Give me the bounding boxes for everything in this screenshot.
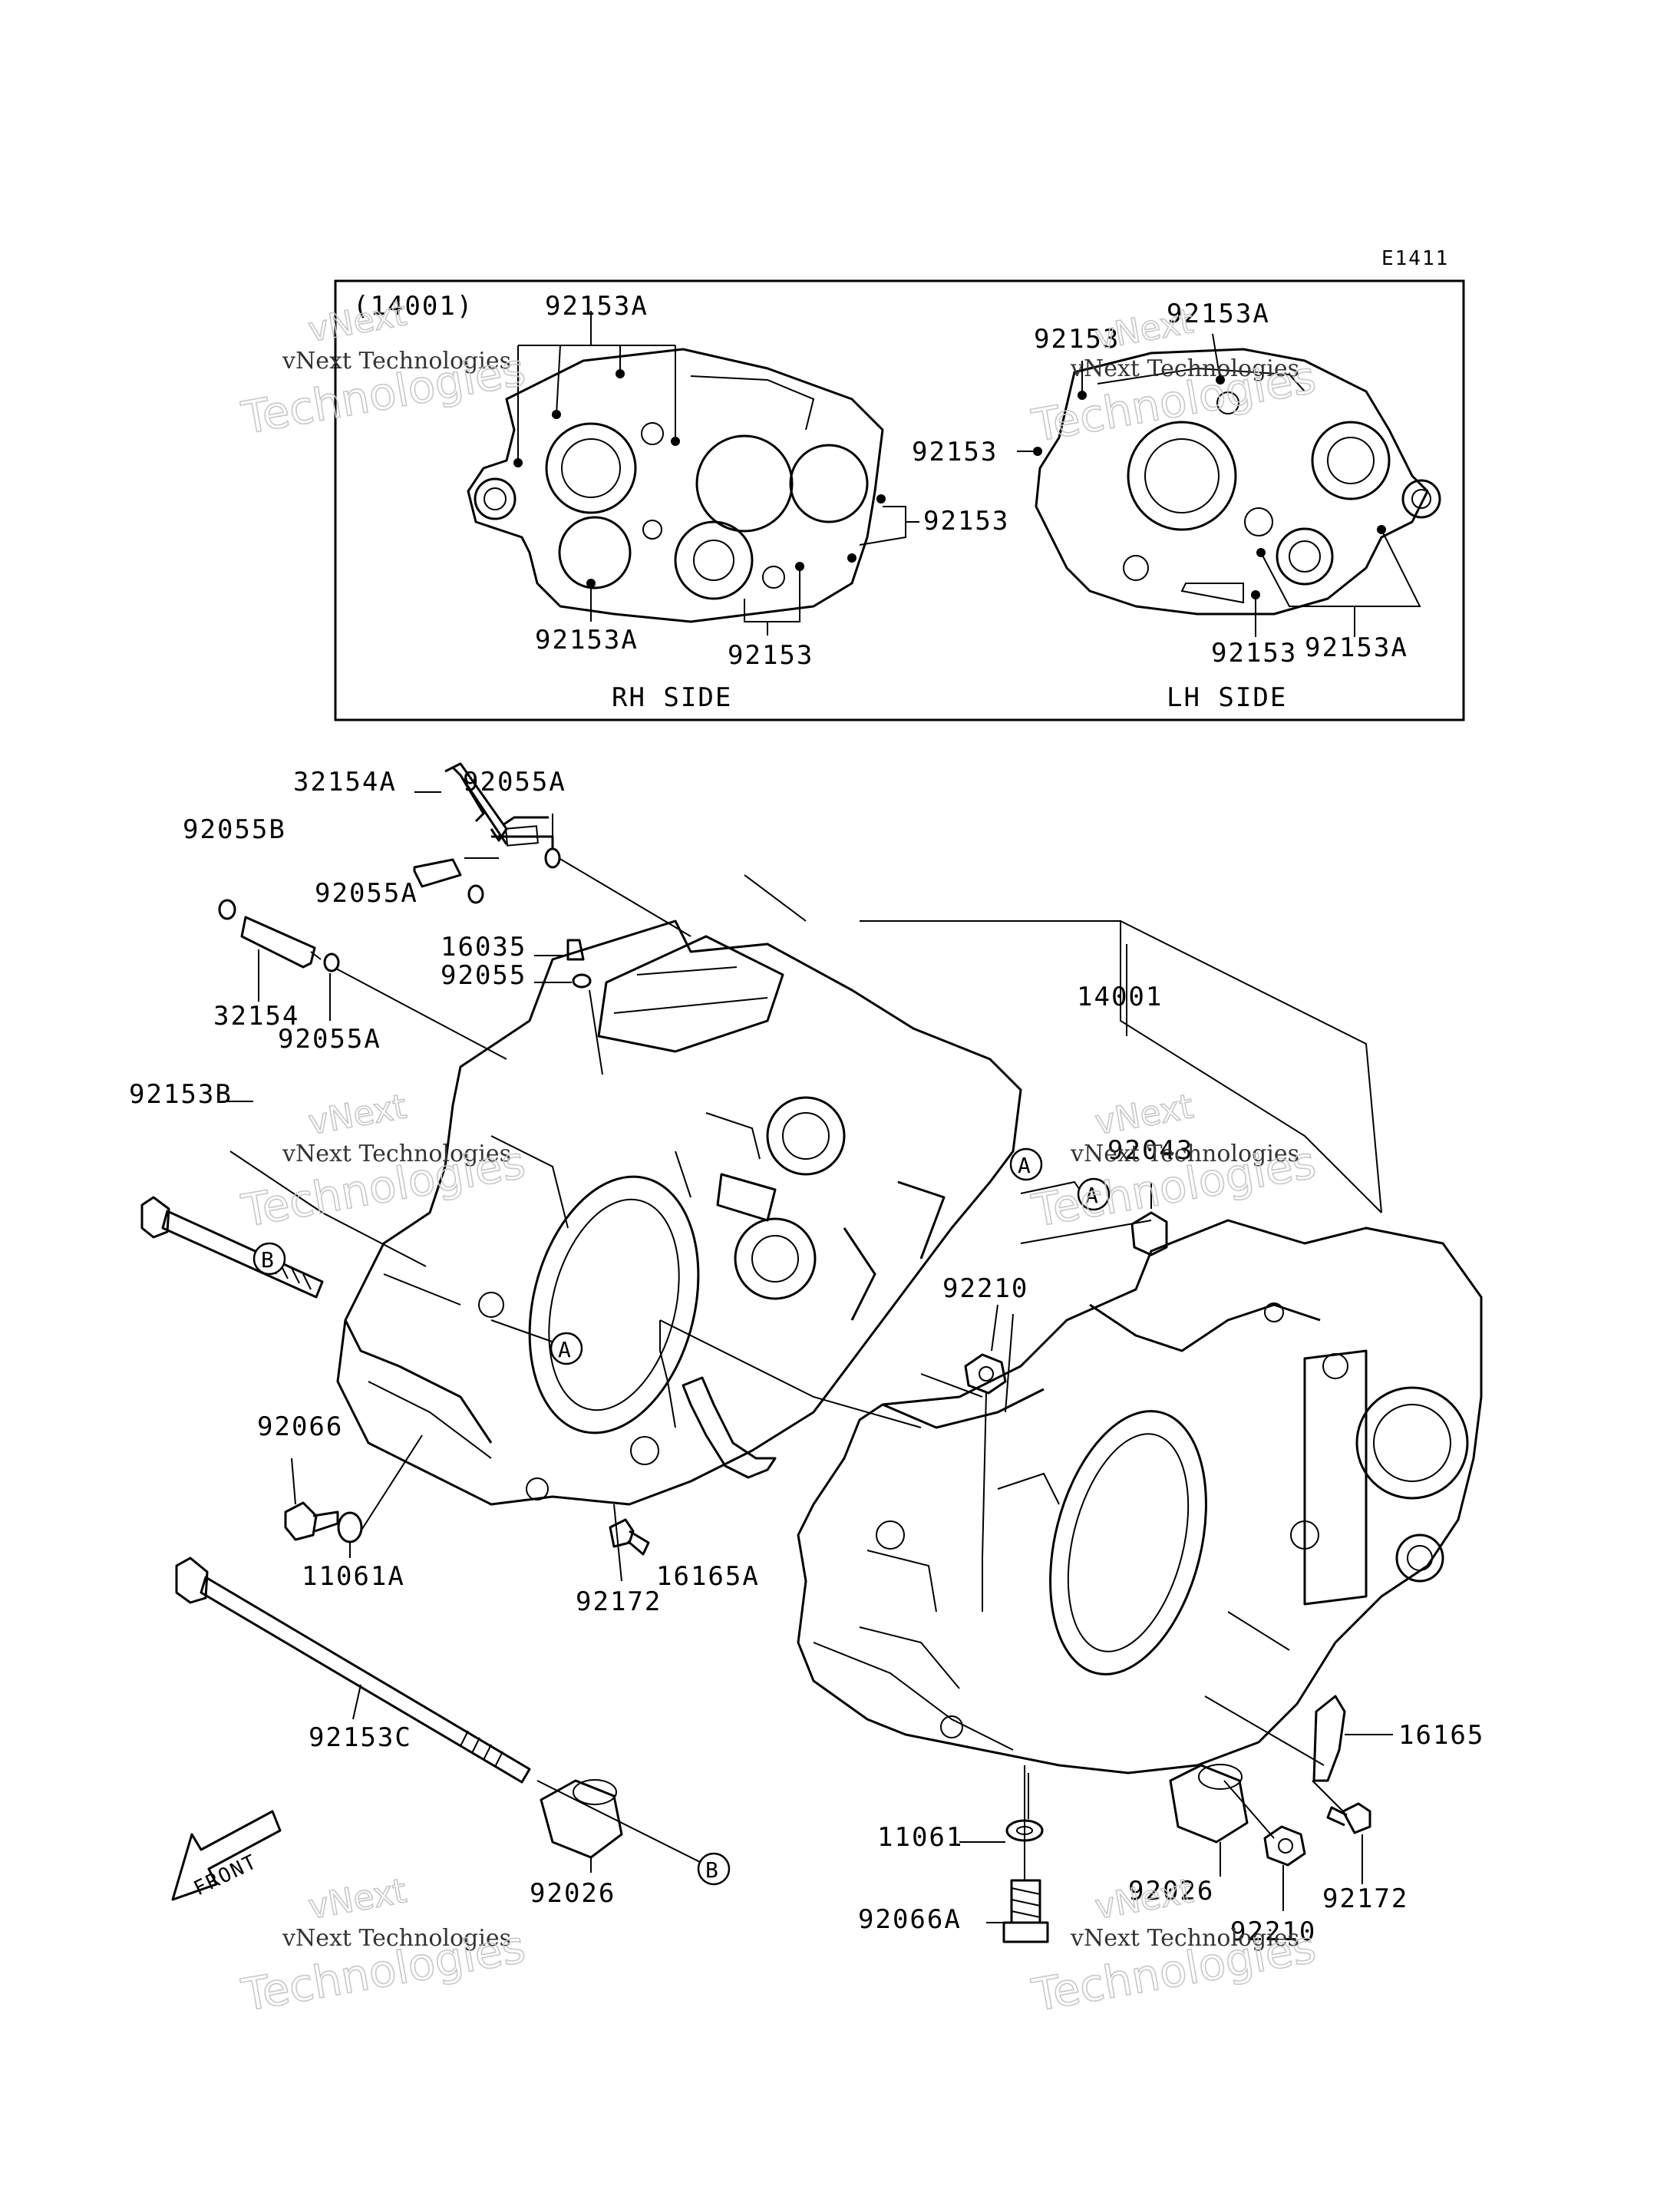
diagram-code: E1411 (1381, 247, 1449, 270)
callout-b-lower: B (697, 1852, 731, 1886)
rh-side-label: RH SIDE (612, 682, 732, 713)
watermark-mid-right: vNext vNext Technologies Technologies (1028, 1086, 1320, 1237)
watermark-bottom-left: vNext vNext Technologies Technologies (237, 1870, 530, 2022)
svg-text:vNext Technologies: vNext Technologies (1070, 1141, 1299, 1167)
svg-text:vNext Technologies: vNext Technologies (282, 1141, 511, 1167)
inset-kit-label: (14001) (353, 291, 474, 322)
front-arrow: FRONT (171, 1810, 282, 1901)
label-11061A: 11061A (302, 1561, 405, 1592)
svg-text:A: A (558, 1337, 571, 1362)
label-92043: 92043 (1107, 1135, 1193, 1166)
watermark-bottom-right: vNext vNext Technologies Technologies (1028, 1870, 1320, 2022)
label-92153A-lh-top: 92153A (1167, 299, 1270, 329)
label-92153C: 92153C (309, 1722, 412, 1753)
svg-text:B: B (705, 1857, 718, 1883)
label-92172-right: 92172 (1322, 1883, 1408, 1914)
svg-text:vNext Technologies: vNext Technologies (1070, 1925, 1299, 1952)
front-label: FRONT (190, 1850, 261, 1901)
label-32154A: 32154A (293, 767, 397, 797)
inset-frame (334, 279, 1465, 721)
watermark-top-left: vNext vNext Technologies Technologies (237, 293, 530, 444)
watermark-mid-left: vNext vNext Technologies Technologies (237, 1086, 530, 1237)
small-parts-drawing (140, 762, 1371, 1943)
label-92026-left: 92026 (530, 1878, 616, 1909)
svg-text:vNext: vNext (1092, 1871, 1196, 1927)
label-92153-lh-top: 92153 (1034, 324, 1120, 355)
label-92153A-lh-bottom: 92153A (1305, 632, 1408, 663)
label-32154: 32154 (213, 1001, 299, 1032)
label-92153-lh-bottom: 92153 (1211, 638, 1297, 669)
label-92026-right: 92026 (1128, 1876, 1214, 1907)
label-92210-top: 92210 (942, 1273, 1028, 1304)
callout-a-right: A (1077, 1177, 1111, 1211)
svg-text:A: A (1018, 1153, 1031, 1178)
svg-text:A: A (1085, 1183, 1098, 1208)
label-92172-left: 92172 (576, 1586, 662, 1617)
svg-text:vNext: vNext (1092, 302, 1196, 358)
label-92066: 92066 (257, 1411, 343, 1442)
lh-crankcase-drawing (797, 1219, 1483, 1774)
inset-leader-lines (517, 311, 1421, 637)
callout-a-upper: A (1009, 1147, 1043, 1181)
label-92153A-rh-top: 92153A (545, 291, 649, 322)
label-92055A-mid: 92055A (315, 878, 418, 909)
svg-text:vNext Technologies: vNext Technologies (282, 1925, 511, 1952)
label-92210-bottom: 92210 (1230, 1916, 1316, 1947)
callout-b-upper: B (252, 1242, 286, 1276)
label-11061: 11061 (877, 1822, 963, 1853)
rh-crankcase-half-drawing (467, 348, 886, 623)
main-leader-lines (223, 791, 1393, 1923)
label-92066A: 92066A (858, 1904, 962, 1935)
label-16165: 16165 (1398, 1720, 1484, 1751)
label-92153-lh-left: 92153 (912, 437, 998, 467)
svg-text:vNext: vNext (1092, 1087, 1196, 1143)
label-16035: 16035 (441, 932, 526, 962)
svg-text:vNext: vNext (305, 294, 409, 350)
label-92153-rh-right: 92153 (923, 506, 1009, 536)
label-16165A: 16165A (656, 1561, 760, 1592)
rh-crankcase-drawing (336, 919, 1022, 1506)
callout-a-lower: A (550, 1332, 583, 1365)
label-92153-rh-bottom: 92153 (728, 640, 814, 671)
label-92055A-top: 92055A (463, 767, 566, 797)
label-14001: 14001 (1077, 982, 1163, 1012)
label-92153A-rh-bottom: 92153A (535, 625, 639, 655)
label-92153B: 92153B (129, 1079, 233, 1110)
svg-text:vNext: vNext (305, 1871, 409, 1927)
svg-text:vNext Technologies: vNext Technologies (282, 348, 511, 375)
label-92055A-low: 92055A (278, 1024, 381, 1055)
svg-text:vNext Technologies: vNext Technologies (1070, 355, 1299, 382)
svg-text:B: B (261, 1247, 274, 1273)
label-92055B: 92055B (183, 814, 286, 845)
lh-side-label: LH SIDE (1167, 682, 1287, 713)
label-92055: 92055 (441, 960, 526, 991)
svg-text:vNext: vNext (305, 1087, 409, 1143)
